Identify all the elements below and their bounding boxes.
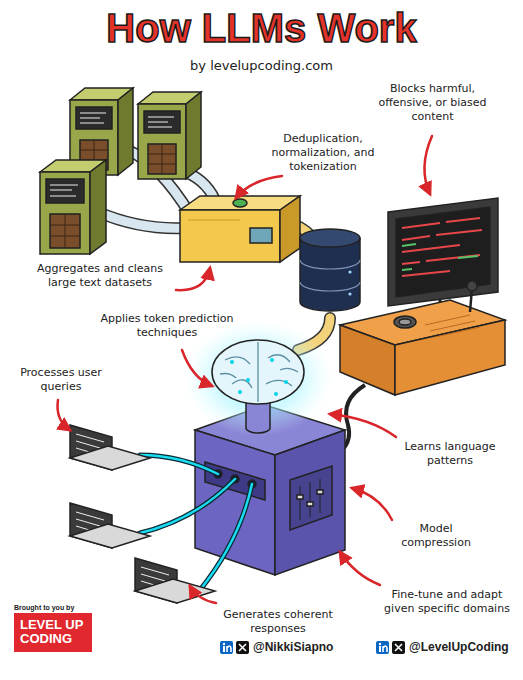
callout-label: Blocks harmful, offensive, or biased con… bbox=[365, 82, 500, 123]
moderation-console bbox=[340, 198, 505, 395]
badge-box: LEVEL UP CODING bbox=[14, 613, 92, 652]
callout-label: Model compression bbox=[394, 522, 478, 550]
callout-label: Aggregates and cleans large text dataset… bbox=[26, 262, 174, 290]
social-handle: @LevelUpCoding bbox=[409, 640, 509, 655]
title: How LLMs Work bbox=[0, 6, 523, 51]
social-icons bbox=[220, 641, 405, 654]
callout-label: Generates coherent responses bbox=[218, 608, 338, 636]
brain bbox=[183, 320, 333, 436]
callout-label: Applies token prediction techniques bbox=[98, 312, 236, 340]
leader-arrows bbox=[58, 136, 433, 603]
server-b bbox=[138, 92, 201, 179]
callout-label: Learns language patterns bbox=[398, 440, 502, 468]
cleaning-machine bbox=[180, 196, 300, 262]
laptops bbox=[70, 425, 215, 603]
brand-badge: Brought to you by LEVEL UP CODING bbox=[14, 604, 92, 652]
data-pipes bbox=[98, 150, 330, 350]
badge-text: LEVEL UP CODING bbox=[20, 618, 86, 647]
subtitle: by levelupcoding.com bbox=[0, 58, 523, 73]
database bbox=[300, 229, 360, 311]
callout-label: Processes user queries bbox=[20, 366, 102, 394]
badge-heading: Brought to you by bbox=[14, 604, 92, 611]
server-c bbox=[40, 160, 106, 254]
social-handle: @NikkiSiapno bbox=[253, 640, 333, 655]
callout-label: Fine-tune and adapt given specific domai… bbox=[384, 588, 510, 616]
callout-label: Deduplication, normalization, and tokeni… bbox=[262, 132, 384, 173]
